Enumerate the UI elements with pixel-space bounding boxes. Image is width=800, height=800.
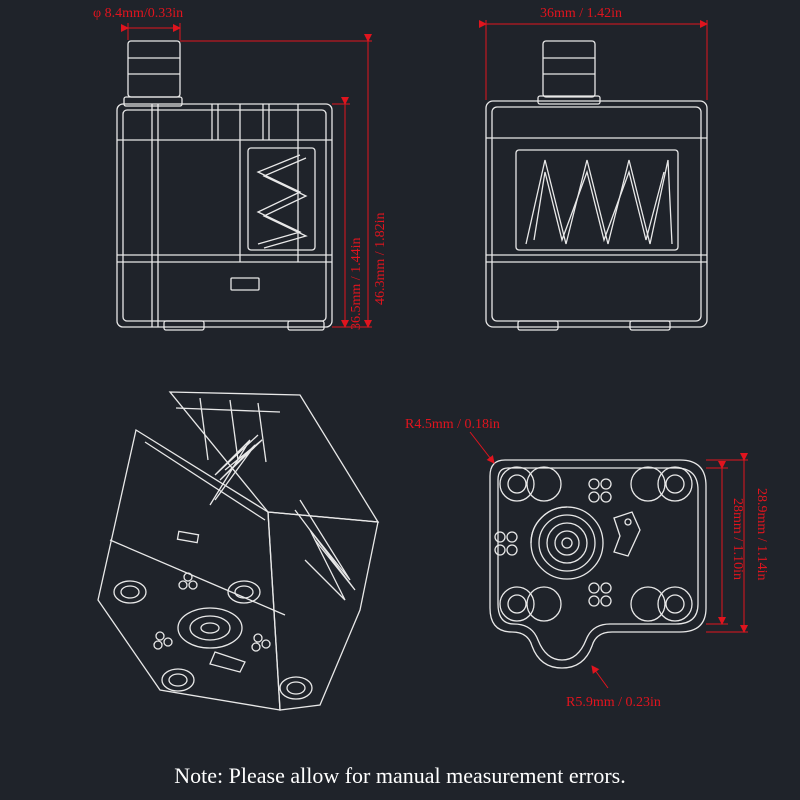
corner-radius-label: R4.5mm / 0.18in	[405, 417, 500, 432]
bottom-view	[489, 459, 707, 669]
bottom-view-dimensions	[469, 431, 748, 689]
body-height-label: 36.5mm / 1.44in	[349, 237, 364, 330]
side-view-dimensions	[121, 23, 372, 328]
width-label: 36mm / 1.42in	[540, 6, 622, 21]
front-view-dimensions	[479, 20, 708, 100]
notch-radius-label: R5.9mm / 0.23in	[566, 695, 661, 710]
front-view	[485, 40, 708, 331]
side-view	[116, 40, 333, 331]
nozzle-diameter-label: φ 8.4mm/0.33in	[93, 6, 183, 21]
total-height-label: 46.3mm / 1.82in	[373, 212, 388, 305]
base-height-inner-label: 28mm / 1.10in	[730, 498, 745, 580]
measurement-note: Note: Please allow for manual measuremen…	[174, 763, 626, 788]
isometric-view	[97, 391, 380, 711]
base-height-outer-label: 28.9mm / 1.14in	[754, 488, 769, 581]
